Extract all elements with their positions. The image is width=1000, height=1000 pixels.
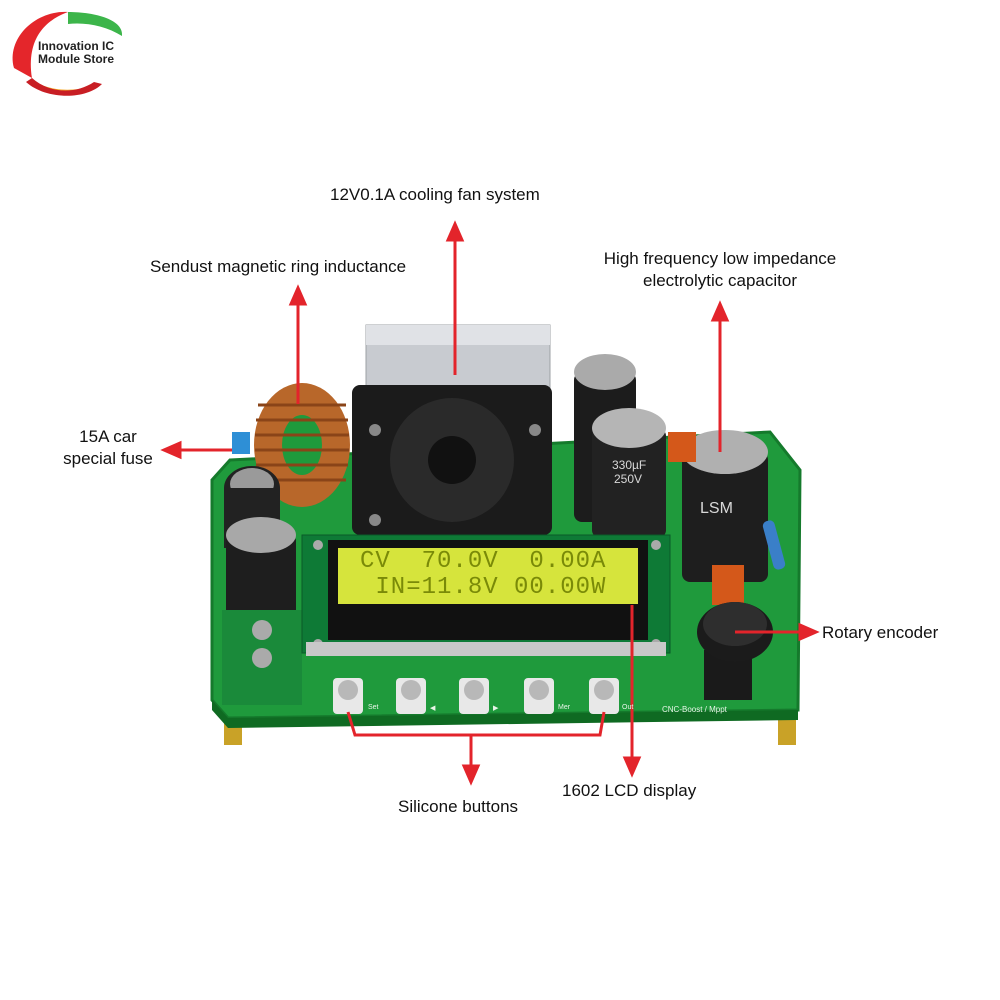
store-logo [12, 11, 123, 96]
button-label-mer: Mer [558, 704, 571, 711]
lcd-row2: IN=11.8V 00.00W [360, 574, 607, 601]
lcd-row1: CV 70.0V 0.00A [360, 548, 607, 575]
label-silicone-buttons: Silicone buttons [398, 797, 519, 816]
capacitor [592, 428, 666, 538]
standoff [778, 715, 796, 745]
button-label-set: Set [368, 704, 379, 711]
logo-text: Innovation IC Module Store [38, 40, 114, 66]
label-capacitor-line2: electrolytic capacitor [642, 271, 797, 290]
button-label-right: ▶ [493, 705, 499, 712]
silicone-buttons [333, 678, 619, 714]
fuse [232, 432, 250, 454]
label-fuse: 15A car special fuse [56, 426, 160, 470]
logo-line1: Innovation IC [38, 39, 114, 53]
logo-line2: Module Store [38, 52, 115, 66]
label-inductance: Sendust magnetic ring inductance [150, 257, 407, 276]
capacitor-voltage: 250V [614, 472, 643, 486]
label-fuse-line1: 15A car [79, 427, 137, 446]
lcd-screen [338, 548, 638, 604]
label-lcd-display: 1602 LCD display [562, 781, 697, 800]
label-rotary-encoder: Rotary encoder [822, 623, 939, 642]
capacitor-brand: LSM [700, 500, 733, 517]
capacitor [226, 535, 296, 627]
capacitor-value: 330µF [612, 458, 647, 472]
label-cooling-fan: 12V0.1A cooling fan system [330, 185, 540, 204]
button-label-left: ◀ [430, 705, 436, 712]
label-capacitor-line1: High frequency low impedance [603, 249, 837, 268]
label-capacitor: High frequency low impedance electrolyti… [584, 248, 856, 292]
button-label-out: Out [622, 704, 634, 711]
label-fuse-line2: special fuse [63, 449, 153, 468]
board-model-text: CNC-Boost / Mppt [662, 705, 727, 714]
capacitor [682, 452, 768, 582]
annotation-arrows [160, 220, 820, 786]
